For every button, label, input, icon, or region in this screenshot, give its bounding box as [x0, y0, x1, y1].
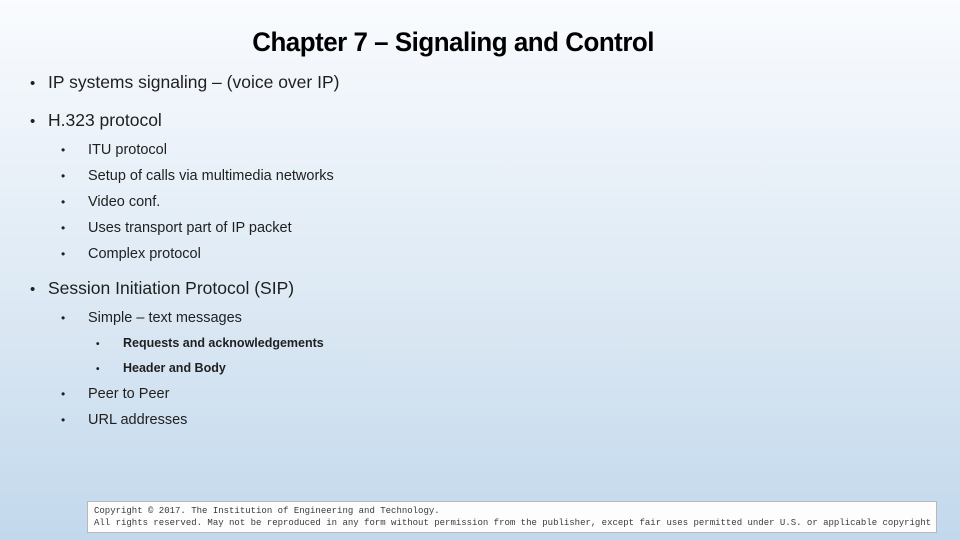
copyright-line-2: All rights reserved. May not be reproduc… — [94, 518, 937, 528]
bullet-item-level-2: • URL addresses — [0, 410, 960, 430]
bullet-item-level-2: • Simple – text messages — [0, 308, 960, 328]
bullet-item-level-2: • ITU protocol — [0, 140, 960, 160]
bullet-marker: • — [61, 247, 66, 261]
bullet-item-level-2: • Video conf. — [0, 192, 960, 212]
bullet-text: ITU protocol — [88, 142, 167, 158]
bullet-marker: • — [61, 387, 66, 401]
bullet-item-level-2: • Uses transport part of IP packet — [0, 218, 960, 238]
bullet-text: Complex protocol — [88, 246, 201, 262]
slide-title: Chapter 7 – Signaling and Control — [252, 27, 655, 57]
bullet-item-level-2: • Setup of calls via multimedia networks — [0, 166, 960, 186]
bullet-text: Requests and acknowledgements — [123, 336, 324, 350]
bullet-marker: • — [61, 221, 66, 235]
bullet-text: Video conf. — [88, 194, 161, 210]
bullet-item-level-1: • H.323 protocol — [0, 108, 960, 134]
bullet-list: •IP systems signaling – (voice over IP)•… — [0, 70, 960, 430]
bullet-marker: • — [30, 281, 36, 298]
bullet-text: Session Initiation Protocol (SIP) — [48, 278, 295, 298]
bullet-text: IP systems signaling – (voice over IP) — [48, 72, 340, 92]
bullet-marker: • — [30, 113, 36, 130]
bullet-marker: • — [61, 169, 66, 183]
bullet-text: Setup of calls via multimedia networks — [88, 168, 334, 184]
bullet-marker: • — [61, 143, 66, 157]
bullet-marker: • — [96, 339, 100, 350]
bullet-text: H.323 protocol — [48, 110, 162, 130]
bullet-marker: • — [96, 364, 100, 375]
copyright-line-1: Copyright © 2017. The Institution of Eng… — [94, 506, 440, 516]
bullet-item-level-3: • Requests and acknowledgements — [0, 335, 960, 353]
bullet-text: Simple – text messages — [88, 310, 242, 326]
bullet-item-level-3: • Header and Body — [0, 360, 960, 378]
copyright-notice: Copyright © 2017. The Institution of Eng… — [87, 501, 937, 533]
bullet-marker: • — [30, 75, 36, 92]
bullet-text: Peer to Peer — [88, 386, 170, 402]
bullet-text: Header and Body — [123, 361, 226, 375]
bullet-marker: • — [61, 413, 66, 427]
bullet-text: URL addresses — [88, 412, 188, 428]
bullet-marker: • — [61, 311, 66, 325]
bullet-item-level-2: • Complex protocol — [0, 244, 960, 264]
bullet-item-level-1: • IP systems signaling – (voice over IP) — [0, 70, 960, 96]
bullet-item-level-1: • Session Initiation Protocol (SIP) — [0, 276, 960, 302]
bullet-item-level-2: • Peer to Peer — [0, 384, 960, 404]
bullet-text: Uses transport part of IP packet — [88, 220, 292, 236]
bullet-marker: • — [61, 195, 66, 209]
